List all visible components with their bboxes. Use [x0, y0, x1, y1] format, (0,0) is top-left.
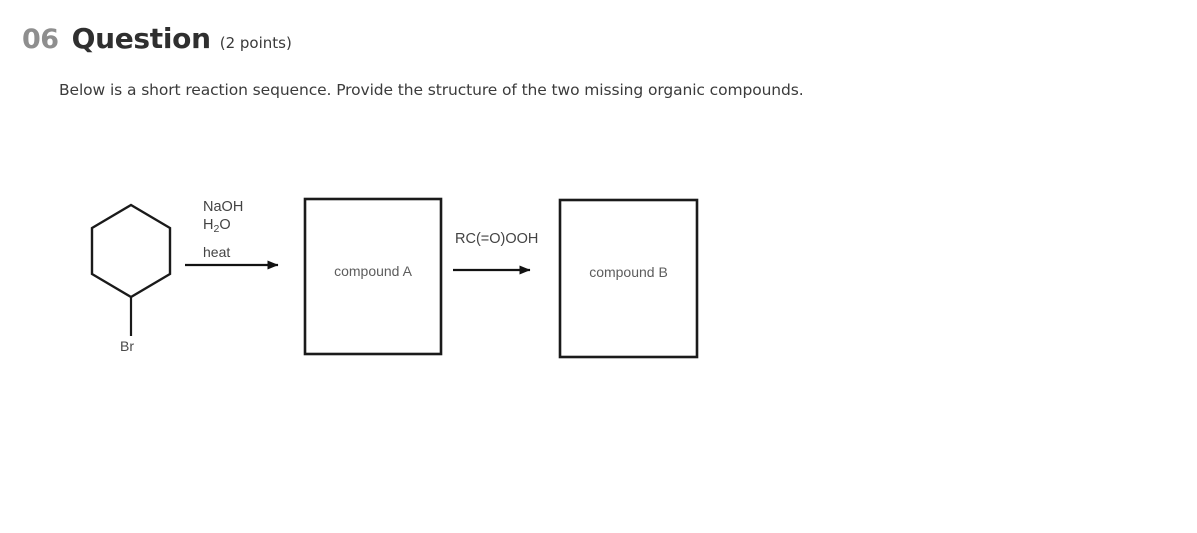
reagent-water-label: H2O	[203, 217, 231, 235]
water-subscript: 2	[213, 222, 220, 235]
compound-a-box[interactable]	[303, 197, 443, 356]
water-h: H	[203, 217, 214, 233]
compound-b-box[interactable]	[558, 198, 699, 359]
question-header: 06 Question (2 points)	[22, 22, 292, 55]
cyclohexane-ring-icon	[90, 203, 172, 336]
reagent-heat-label: heat	[203, 244, 231, 260]
page-title: Question	[71, 22, 211, 55]
compound-a-label: compound A	[334, 263, 412, 279]
question-prompt-text: Below is a short reaction sequence. Prov…	[59, 81, 804, 99]
question-number: 06	[22, 24, 59, 55]
compound-b-label: compound B	[589, 264, 668, 280]
reagent-naoh-label: NaOH	[203, 199, 244, 215]
water-o: O	[219, 217, 231, 233]
question-points: (2 points)	[219, 34, 292, 52]
reagent-peroxyacid-label: RC(=O)OOH	[455, 231, 539, 247]
bromine-label: Br	[120, 338, 134, 354]
